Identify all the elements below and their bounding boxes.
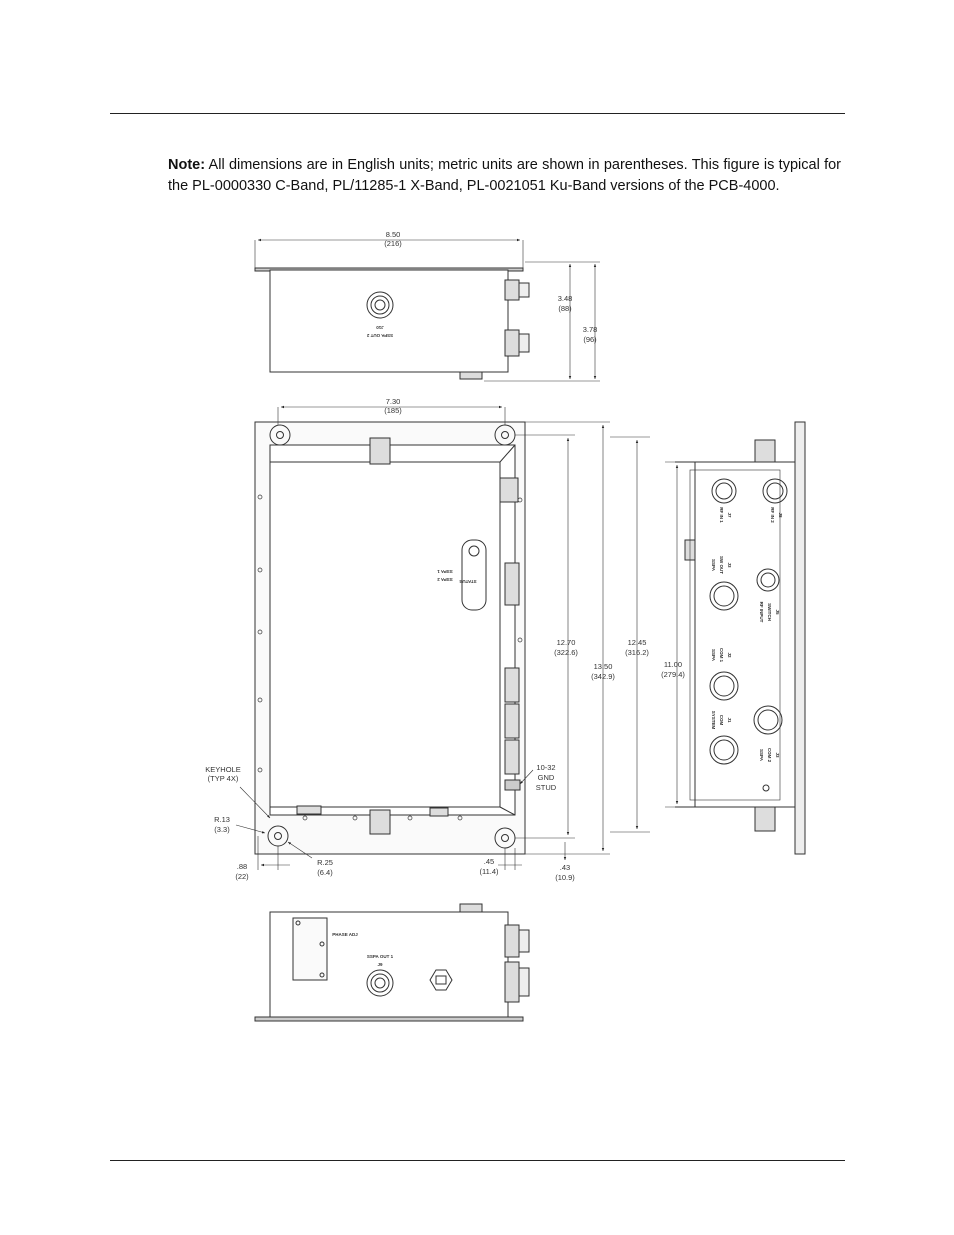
front-width-dim: 7.30 — [386, 397, 401, 406]
conn-rf-input-id: J5 — [775, 609, 780, 615]
conn-rf-in2-id: J8 — [778, 512, 783, 518]
conn-rf-input: RF INPUT — [759, 602, 764, 623]
figure-note: Note: All dimensions are in English unit… — [168, 155, 841, 197]
conn-system-com: COM — [719, 715, 724, 726]
side-h4-mm: (279.4) — [661, 670, 685, 679]
conn-sspa-com2-id: J3 — [775, 752, 780, 758]
conn-rf-in2: RF IN 2 — [770, 507, 775, 523]
side-view — [610, 421, 806, 855]
keyhole-typ: (TYP 4X) — [208, 774, 239, 783]
dim-43: .43 — [560, 863, 570, 872]
bottom-view — [254, 903, 530, 1022]
front-h1: 12.70 — [557, 638, 576, 647]
conn-system: SYSTEM — [711, 711, 716, 730]
status-label: STATUS — [459, 579, 476, 584]
dim-43-mm: (10.9) — [555, 873, 575, 882]
front-h2-mm: (342.9) — [591, 672, 615, 681]
top-port-id: J10 — [376, 325, 384, 330]
radius-13: R.13 — [214, 815, 230, 824]
front-h2: 13.50 — [594, 662, 613, 671]
dim-88-mm: (22) — [235, 872, 249, 881]
front-h1-mm: (322.6) — [554, 648, 578, 657]
dim-88: .88 — [237, 862, 247, 871]
top-width-dim-mm: (216) — [384, 239, 402, 248]
top-height-b-mm: (96) — [583, 335, 597, 344]
phase-adj-label: PHASE ADJ — [332, 932, 358, 937]
top-height-a-mm: (88) — [558, 304, 572, 313]
dim-45: .45 — [484, 857, 494, 866]
header-rule — [110, 113, 845, 114]
radius-25: R.25 — [317, 858, 333, 867]
gnd-stud-c: STUD — [536, 783, 557, 792]
front-width-dim-mm: (185) — [384, 406, 402, 415]
conn-sspa-sw-out: SW OUT — [719, 556, 724, 574]
radius-13-mm: (3.3) — [214, 825, 230, 834]
note-text: All dimensions are in English units; met… — [168, 157, 841, 194]
top-height-a: 3.48 — [558, 294, 573, 303]
top-view — [254, 238, 600, 382]
conn-sspa-sw: SSPA — [711, 559, 716, 572]
top-width-dim: 8.50 — [386, 230, 401, 239]
top-height-b: 3.78 — [583, 325, 598, 334]
side-h3-mm: (316.2) — [625, 648, 649, 657]
conn-sspa-com1: SSPA — [711, 649, 716, 662]
conn-rf-in1: RF IN 1 — [719, 507, 724, 523]
radius-25-mm: (6.4) — [317, 868, 333, 877]
bottom-port-id: J9 — [377, 962, 383, 967]
status-sspa1: SSPA 1 — [437, 569, 453, 574]
conn-sspa-sw-id: J3 — [727, 562, 732, 568]
top-port-label: SSPA OUT 2 — [366, 333, 393, 338]
dim-45-mm: (11.4) — [479, 867, 499, 876]
bottom-port-label: SSPA OUT 1 — [367, 954, 394, 959]
side-h3: 12.45 — [628, 638, 647, 647]
conn-rf-switch: SWITCH — [767, 603, 772, 621]
note-label: Note: — [168, 157, 206, 173]
conn-sspa-com2-b: COM 2 — [767, 748, 772, 763]
conn-sspa-com2: SSPA — [759, 749, 764, 762]
side-h4: 11.00 — [664, 660, 682, 669]
footer-rule — [110, 1160, 845, 1161]
gnd-stud-a: 10-32 — [536, 763, 555, 772]
front-view — [235, 405, 610, 870]
gnd-stud-b: GND — [538, 773, 555, 782]
conn-rf-in1-id: J7 — [727, 512, 732, 518]
conn-sspa-com1-b: COM 1 — [719, 648, 724, 663]
conn-system-id: J1 — [727, 717, 732, 723]
keyhole-label: KEYHOLE — [205, 765, 240, 774]
status-sspa2: SSPA 2 — [437, 577, 453, 582]
conn-sspa-com1-id: J2 — [727, 652, 732, 658]
